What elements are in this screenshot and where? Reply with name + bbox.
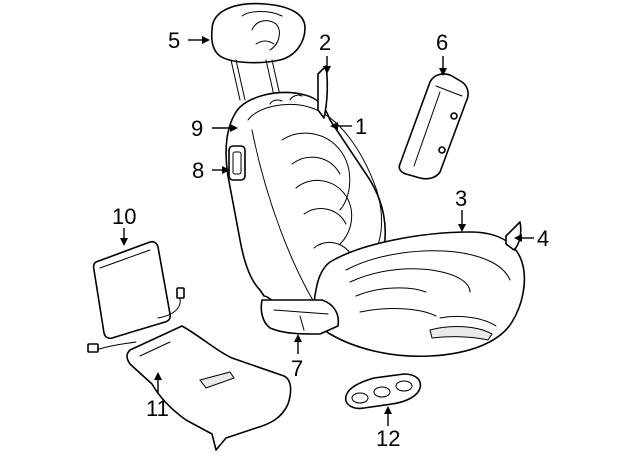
callout-7: 7: [291, 356, 303, 381]
heater-pad: [92, 240, 185, 340]
callout-labels: 5 2 1 9 8 6 3 4 10 7 11 12: [112, 28, 549, 451]
headrest: [210, 2, 306, 101]
callout-10: 10: [112, 204, 136, 229]
seat-cushion: [313, 231, 526, 358]
trim-panel-clip: [317, 65, 329, 119]
side-airbag-module: [398, 73, 469, 180]
callout-2: 2: [319, 30, 331, 55]
callout-5: 5: [168, 28, 180, 53]
cushion-pan: [87, 325, 292, 451]
callout-4: 4: [537, 226, 549, 251]
callout-1: 1: [355, 114, 367, 139]
leader-lines: [120, 36, 534, 426]
callout-12: 12: [376, 426, 400, 451]
callout-6: 6: [436, 30, 448, 55]
callout-8: 8: [192, 158, 204, 183]
cupholder-insert: [344, 373, 422, 410]
seat-track: [260, 299, 340, 335]
callout-11: 11: [146, 396, 169, 421]
callout-3: 3: [455, 186, 467, 211]
callout-9: 9: [191, 116, 203, 141]
recliner-handle: [228, 145, 246, 181]
